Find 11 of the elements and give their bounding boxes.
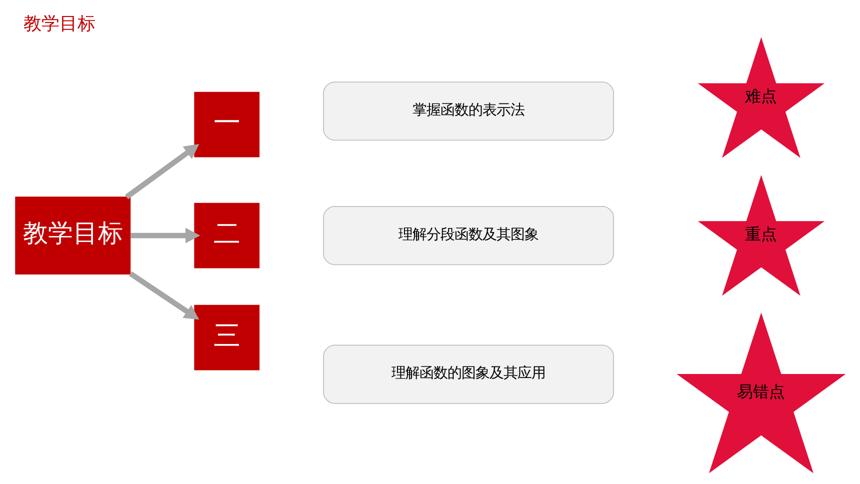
node-box: 一: [194, 92, 260, 158]
diagram-title: 教学目标: [23, 14, 96, 35]
arrow: [128, 271, 200, 320]
node-box: 掌握函数的表示法: [323, 82, 614, 141]
node-box: 三: [194, 304, 260, 370]
node-box: 二: [194, 202, 260, 268]
arrow: [130, 228, 200, 244]
node-box: 理解分段函数及其图象: [323, 206, 614, 266]
arrow: [124, 144, 200, 200]
node-box: 教学目标: [15, 196, 131, 274]
node-box: 理解函数的图象及其应用: [323, 344, 614, 404]
